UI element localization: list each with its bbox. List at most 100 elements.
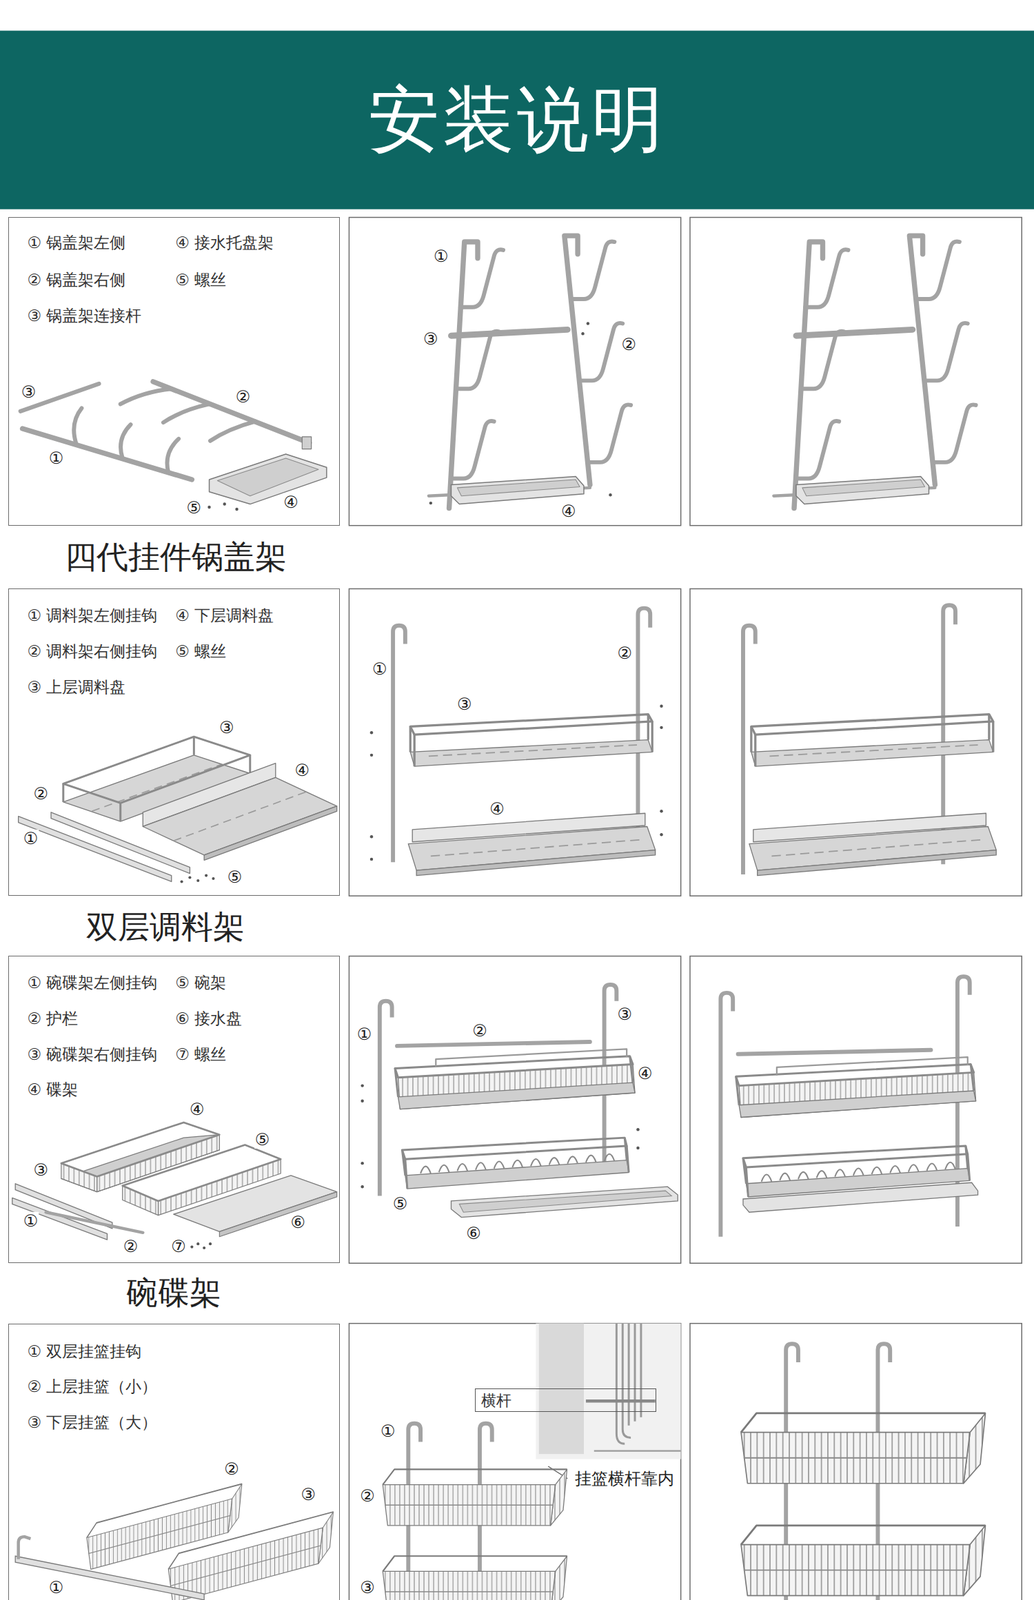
- spice-rack-parts: [188, 876, 191, 879]
- lid-rack-parts: [73, 408, 179, 473]
- basket-parts: [15, 1484, 333, 1600]
- lid-rack-parts: [209, 454, 327, 505]
- product-caption: 碗碟架: [126, 1275, 222, 1312]
- basket-exploded: [382, 1324, 681, 1600]
- basket-exploded: [382, 1556, 567, 1600]
- basket-assembled: [741, 1344, 986, 1600]
- basket-exploded: [594, 1451, 682, 1453]
- parts-list-item: ④ 接水托盘架: [175, 234, 274, 254]
- callout-text: 横杆: [481, 1392, 512, 1411]
- parts-list-item: ⑦ 螺丝: [175, 1045, 227, 1066]
- spice-rack-parts: [18, 736, 338, 884]
- dish-rack-parts: [122, 1186, 159, 1216]
- panel-frame: [348, 217, 1022, 1600]
- callout-number: ①: [379, 1422, 397, 1441]
- spice-rack-parts: [173, 792, 307, 841]
- spice-rack-exploded: [659, 705, 663, 708]
- parts-list-item: ④ 碟架: [26, 1081, 78, 1101]
- parts-list-item: ① 双层挂篮挂钩: [26, 1342, 142, 1363]
- panel-frame: [690, 217, 1022, 526]
- lid-rack-parts: [223, 502, 227, 506]
- spice-rack-assembled: [749, 714, 997, 877]
- dish-rack-exploded: [394, 1042, 635, 1190]
- spice-rack-parts: [204, 874, 208, 878]
- product-caption: 四代挂件锅盖架: [64, 539, 287, 575]
- dish-rack-parts: [12, 1198, 108, 1241]
- callout-number: ①: [356, 1025, 373, 1044]
- callout-box: 横杆: [474, 1389, 657, 1413]
- dish-rack-parts: [208, 1242, 212, 1246]
- dish-rack-assembled: [736, 1050, 979, 1213]
- product-caption: 双层调料架: [86, 909, 245, 945]
- page-title: 安装说明: [0, 83, 1034, 156]
- lid-rack-parts: [235, 508, 238, 511]
- lid-rack-exploded: [581, 332, 584, 336]
- dish-rack-parts: [12, 1122, 338, 1250]
- callout-number: ③: [20, 382, 38, 401]
- panel-frame: [348, 588, 681, 897]
- parts-list-panel: ① 双层挂篮挂钩② 上层挂篮（小）③ 下层挂篮（大）: [8, 1324, 340, 1600]
- parts-list-panel: ① 锅盖架左侧② 锅盖架右侧③ 锅盖架连接杆④ 接水托盘架⑤ 螺丝: [8, 217, 340, 526]
- callout-number: ②: [122, 1238, 140, 1256]
- panel-frame: [348, 1324, 681, 1600]
- dish-rack-parts: [97, 1135, 220, 1193]
- basket-parts: [15, 1556, 205, 1600]
- dish-rack-assembled: [720, 993, 733, 1238]
- parts-list-item: ⑤ 碗架: [175, 974, 227, 994]
- spice-rack-exploded: [370, 835, 373, 839]
- dish-rack-parts: [61, 1163, 98, 1192]
- dish-rack-exploded: [360, 1100, 364, 1103]
- callout-number: ①: [48, 449, 65, 468]
- parts-list-item: ⑤ 螺丝: [175, 642, 227, 662]
- parts-list-item: ② 锅盖架右侧: [26, 270, 126, 291]
- panel-frame: [690, 588, 1022, 897]
- spice-rack-parts: [196, 879, 200, 883]
- dish-rack-exploded: [636, 1128, 640, 1132]
- callout-number: ⑤: [226, 868, 244, 887]
- lid-rack-exploded: [429, 501, 433, 505]
- lid-rack-parts: [207, 505, 211, 509]
- callout-number: ③: [359, 1579, 376, 1598]
- callout-number: ②: [235, 388, 252, 407]
- spice-rack-exploded: [659, 809, 663, 813]
- callout-number: ⑤: [254, 1131, 271, 1150]
- basket-exploded: [535, 1324, 681, 1461]
- lid-rack-assembled: [773, 235, 976, 509]
- parts-list-item: ③ 上层调料盘: [26, 678, 126, 698]
- lid-rack-assembled: [773, 235, 976, 509]
- callout-number: ④: [636, 1065, 654, 1083]
- spice-rack-exploded: [370, 858, 373, 861]
- basket-assembled: [741, 1526, 986, 1597]
- dish-rack-assembled: [736, 1050, 977, 1198]
- lid-rack-parts: [20, 381, 327, 511]
- callout-number: ④: [188, 1100, 206, 1119]
- parts-list-item: ① 锅盖架左侧: [26, 234, 126, 254]
- basket-exploded: [382, 1469, 567, 1526]
- parts-list-panel: ① 调料架左侧挂钩② 调料架右侧挂钩③ 上层调料盘④ 下层调料盘⑤ 螺丝: [8, 588, 340, 897]
- panel-frame: [690, 1324, 1022, 1600]
- dish-rack-parts: [219, 1192, 337, 1238]
- parts-list-item: ② 上层挂篮（小）: [26, 1378, 158, 1398]
- callout-number: ③: [299, 1486, 317, 1505]
- callout-number: ②: [471, 1021, 489, 1040]
- basket-exploded: [382, 1469, 567, 1526]
- dish-rack-parts: [46, 1212, 144, 1234]
- callout-number: ①: [371, 660, 389, 679]
- callout-number: ③: [32, 1161, 49, 1180]
- basket-exploded: [382, 1556, 567, 1600]
- parts-list-item: ⑤ 螺丝: [175, 270, 227, 291]
- spice-rack-exploded: [408, 714, 655, 877]
- title-band: [0, 31, 1034, 210]
- basket-exploded: [585, 1400, 656, 1403]
- dish-rack-exploded: [360, 985, 678, 1219]
- dish-rack-exploded: [379, 1001, 393, 1197]
- callout-number: ⑥: [465, 1224, 482, 1243]
- spice-rack-exploded: [392, 625, 406, 864]
- dish-rack-exploded: [450, 1187, 678, 1218]
- spice-rack-assembled: [743, 605, 997, 876]
- dish-rack-assembled: [720, 976, 978, 1238]
- dish-rack-parts: [196, 1242, 200, 1246]
